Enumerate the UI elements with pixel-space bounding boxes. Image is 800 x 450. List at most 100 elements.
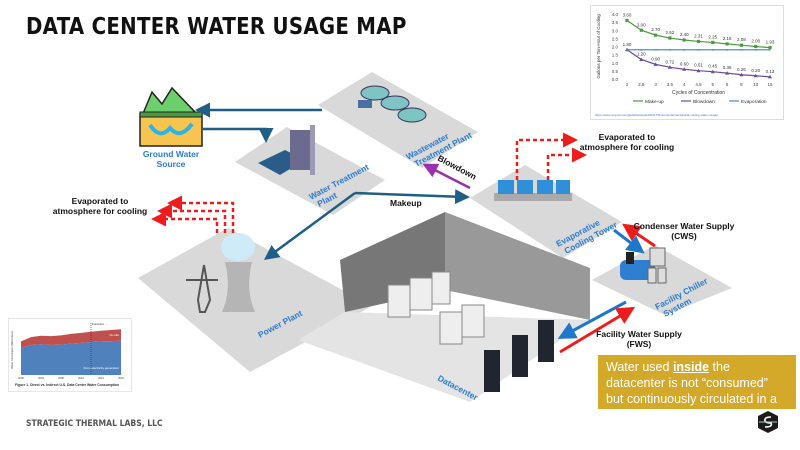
- blowdown-label: Blowdown: [436, 153, 478, 182]
- data-point: ×: [711, 47, 714, 52]
- y-tick-label: 0.5: [612, 69, 619, 74]
- data-point: ×: [683, 47, 686, 52]
- footer-company: STRATEGIC THERMAL LABS, LLC: [26, 419, 163, 429]
- y-tick-label: 3.5: [612, 20, 619, 25]
- data-label: 2.08: [737, 37, 746, 42]
- x-tick-label: 3.5: [667, 82, 674, 87]
- data-label: 0.36: [723, 65, 732, 70]
- page-title: DATA CENTER WATER USAGE MAP: [26, 14, 407, 40]
- data-point: ×: [669, 47, 672, 52]
- wastewater-platform: [318, 72, 478, 168]
- data-label: 0.90: [651, 56, 660, 61]
- x-tick-label: 2020: [118, 376, 124, 380]
- data-label: 1.80: [623, 42, 632, 47]
- data-label: 0.51: [694, 63, 703, 68]
- data-label: 0.72: [666, 59, 675, 64]
- x-tick-label: 2000: [18, 376, 24, 380]
- tower-evaporation-arrows: [515, 132, 587, 180]
- ground-water-icon: [139, 86, 203, 147]
- makeup-label: Makeup: [390, 198, 422, 208]
- figure-caption: Figure 1. Direct vs. Indirect U.S. Data …: [15, 383, 119, 387]
- y-tick-label: 0.0: [612, 77, 619, 82]
- data-label: 0.60: [680, 61, 689, 66]
- data-label: 0.13: [766, 69, 775, 74]
- legend-label: Make-up: [645, 99, 664, 105]
- data-label: 1.93: [766, 40, 775, 45]
- data-label: 2.31: [694, 33, 703, 38]
- y-tick-label: 1.0: [612, 61, 619, 66]
- data-point: [711, 40, 715, 45]
- data-point: [739, 72, 744, 77]
- data-point: [696, 39, 701, 44]
- data-point: [753, 73, 758, 78]
- data-label: 3.60: [623, 13, 632, 18]
- data-point: ×: [769, 47, 772, 52]
- cws-return-arrow: [622, 223, 656, 248]
- x-tick-label: 10: [753, 82, 759, 87]
- data-point: ×: [740, 47, 743, 52]
- data-point: [768, 74, 772, 79]
- datacenter-floor: [298, 312, 590, 402]
- data-point: [654, 33, 658, 37]
- x-tick-label: 2016: [98, 376, 104, 380]
- x-tick-label: 4.5: [695, 82, 702, 87]
- data-label: 2.70: [651, 27, 660, 32]
- cws-label: Condenser Water Supply(CWS): [634, 221, 735, 241]
- source-link: https://www.wsp.pb.com/globalassets/pdf/…: [595, 113, 718, 117]
- data-point: [696, 68, 701, 73]
- x-tick-label: 4: [683, 82, 686, 87]
- data-point: [754, 44, 758, 49]
- wastewater-plant-icon: [358, 85, 427, 123]
- data-label: 3.00: [637, 22, 646, 27]
- treatment-to-power-pipe: [263, 191, 356, 260]
- series-label: From electricity generation: [84, 366, 120, 370]
- data-label: 2.00: [751, 39, 760, 44]
- cooling-tower-icon: [494, 180, 572, 201]
- data-label: 1.20: [637, 52, 646, 57]
- data-label: 2.25: [708, 34, 717, 39]
- data-point: [768, 46, 772, 50]
- power-plant-icon: [186, 233, 255, 313]
- data-label: 0.45: [708, 64, 717, 69]
- datacenter-wall-right: [445, 212, 590, 320]
- data-point: ×: [754, 47, 757, 52]
- x-tick-label: 6: [726, 82, 729, 87]
- groundwater-to-treatment-pipe: [203, 127, 274, 143]
- data-label: 2.40: [680, 32, 689, 37]
- data-label: 2.52: [666, 30, 675, 35]
- data-label: 2.16: [723, 36, 732, 41]
- x-axis-label: Cycles of Concentration: [672, 90, 725, 96]
- y-tick-label: 2.5: [612, 36, 619, 41]
- data-label: 0.20: [751, 68, 760, 73]
- y-tick-label: 2.0: [612, 45, 619, 50]
- y-axis-label: Gallons per Ton-Hour of Cooling: [596, 14, 601, 79]
- data-point: [667, 65, 672, 69]
- data-point: [682, 67, 687, 71]
- data-point: ×: [697, 47, 700, 52]
- x-tick-label: 2.5: [638, 82, 645, 87]
- data-point: [625, 18, 629, 23]
- data-label: 0.26: [737, 67, 746, 72]
- legend-label: Evaporation: [741, 99, 767, 105]
- data-point: [639, 57, 644, 61]
- data-point: [668, 36, 672, 40]
- data-point: ×: [654, 47, 657, 52]
- y-tick-label: 4.0: [612, 12, 619, 17]
- data-point: [639, 28, 643, 32]
- x-tick-label: 2008: [58, 376, 64, 380]
- data-point: ×: [640, 47, 643, 52]
- x-tick-label: 2004: [38, 376, 44, 380]
- forecast-label: Forecast →: [92, 322, 108, 326]
- data-point: [682, 38, 686, 42]
- fws-label: Facility Water Supply(FWS): [596, 329, 682, 349]
- data-point: [739, 43, 743, 47]
- data-point: ×: [726, 47, 729, 52]
- area-on-site: [21, 329, 121, 348]
- data-point: [710, 69, 715, 74]
- power-evaporation-arrows: [151, 195, 235, 233]
